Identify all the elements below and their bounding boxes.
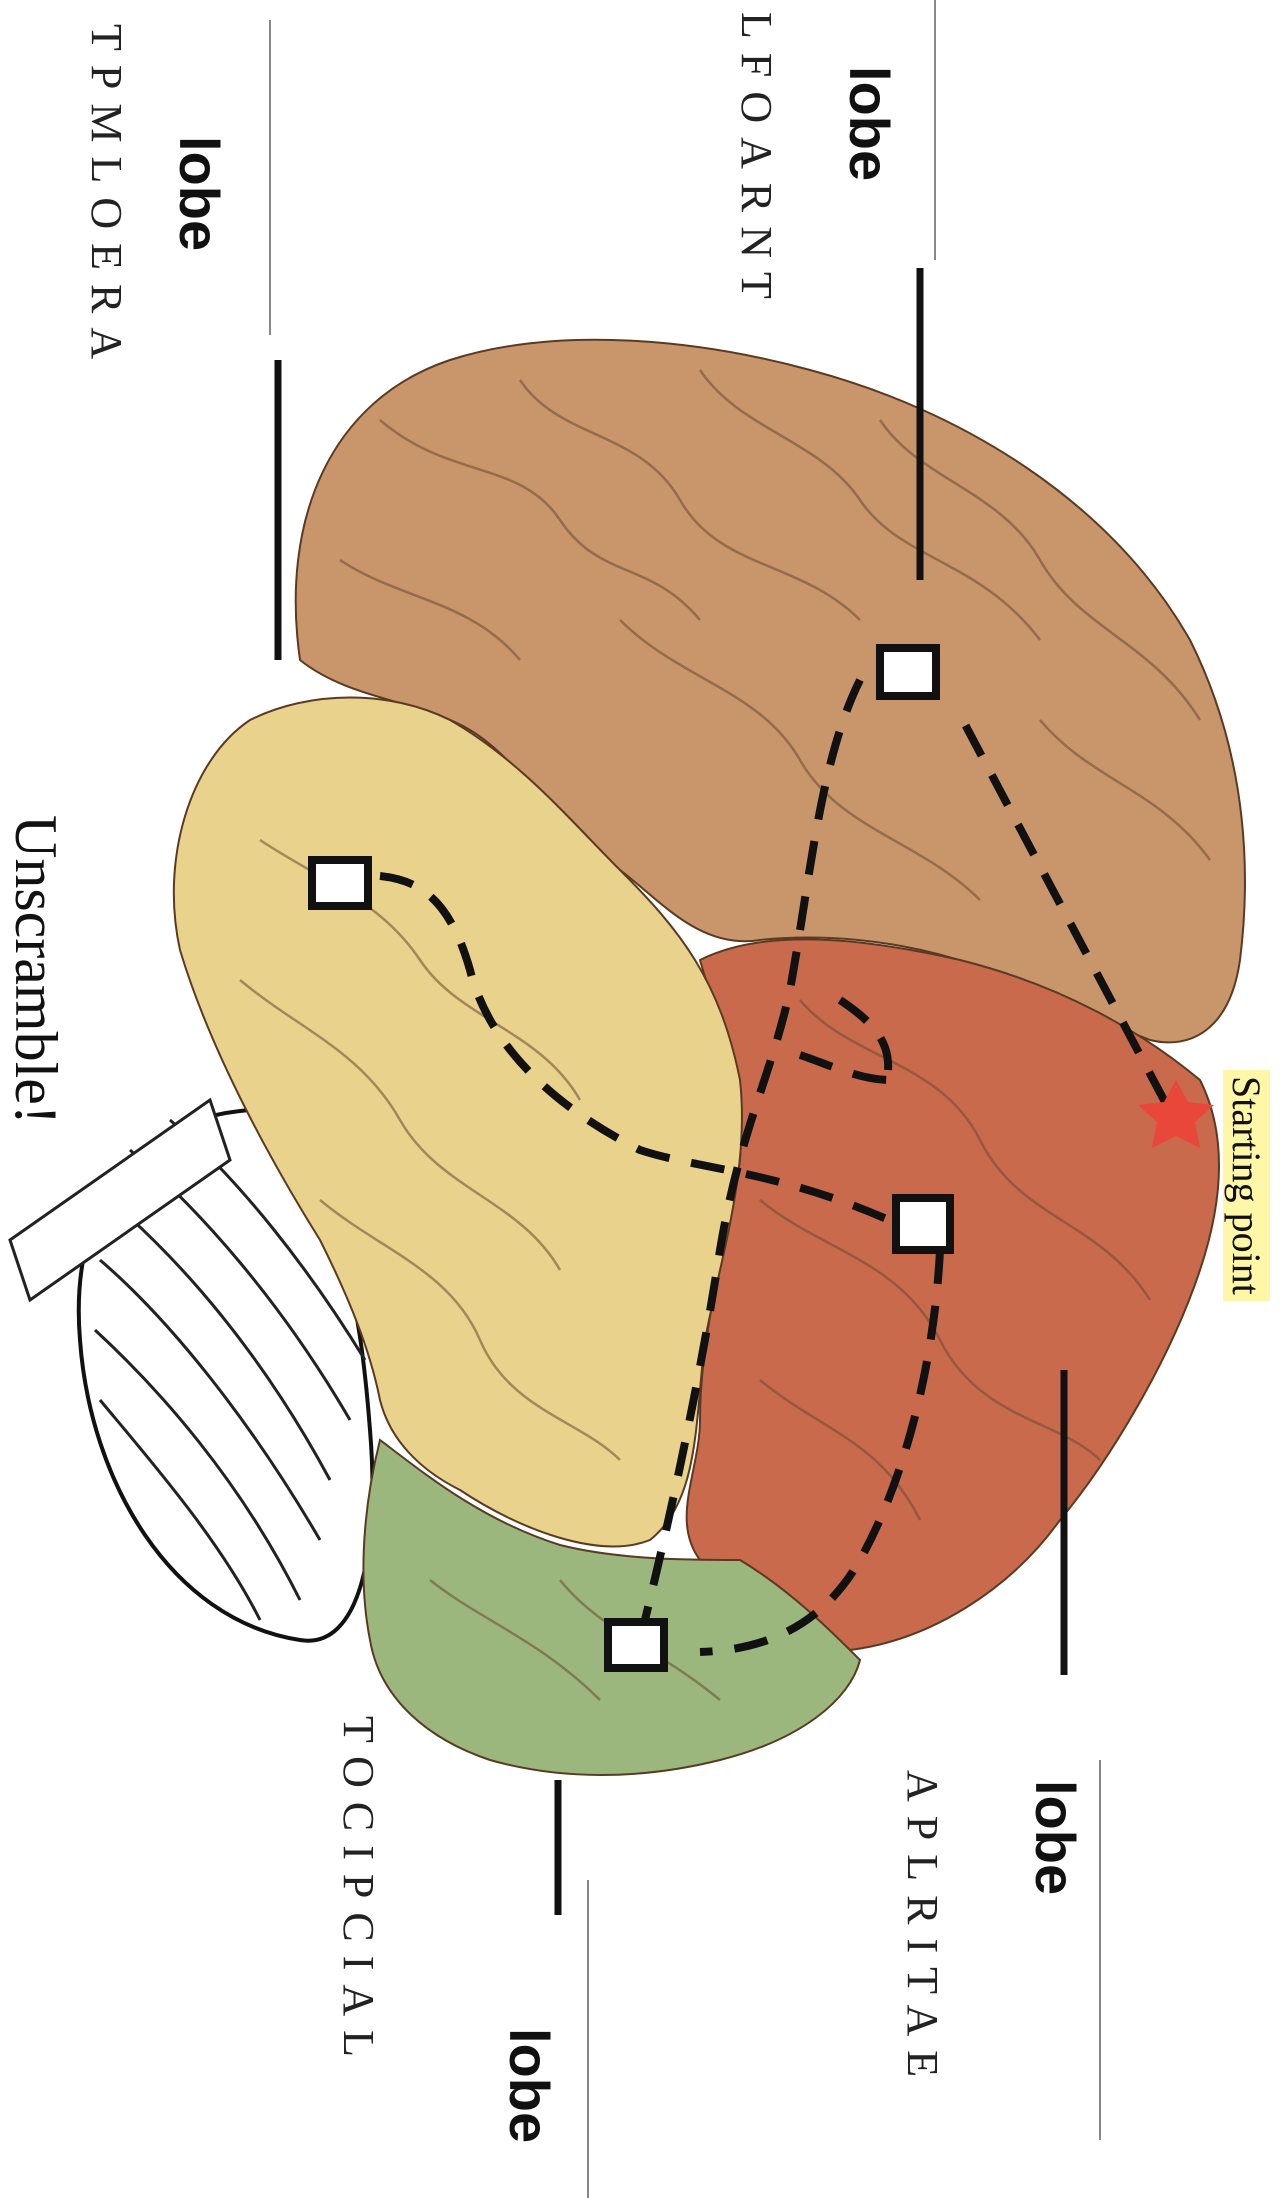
checkpoint-frontal[interactable] [880,648,936,696]
occipital-scrambled-label: TOCIPCIAL [333,1716,384,2071]
checkpoint-temporal[interactable] [312,860,368,906]
temporal-lobe-suffix: lobe [167,136,232,251]
temporal-scrambled-label: TPMLOERA [81,24,132,373]
parietal-scrambled-label: APLRITAE [897,1770,948,2091]
frontal-scrambled-label: LFOARNT [731,12,782,313]
parietal-lobe-suffix: lobe [1023,1780,1088,1895]
checkpoint-occipital[interactable] [608,1622,664,1668]
starting-point-label: Starting point [1223,1070,1270,1301]
occipital-lobe-suffix: lobe [497,2028,562,2143]
unscramble-instruction: Unscramble! [1,815,70,1125]
frontal-lobe-suffix: lobe [837,66,902,181]
checkpoint-parietal[interactable] [896,1198,950,1250]
